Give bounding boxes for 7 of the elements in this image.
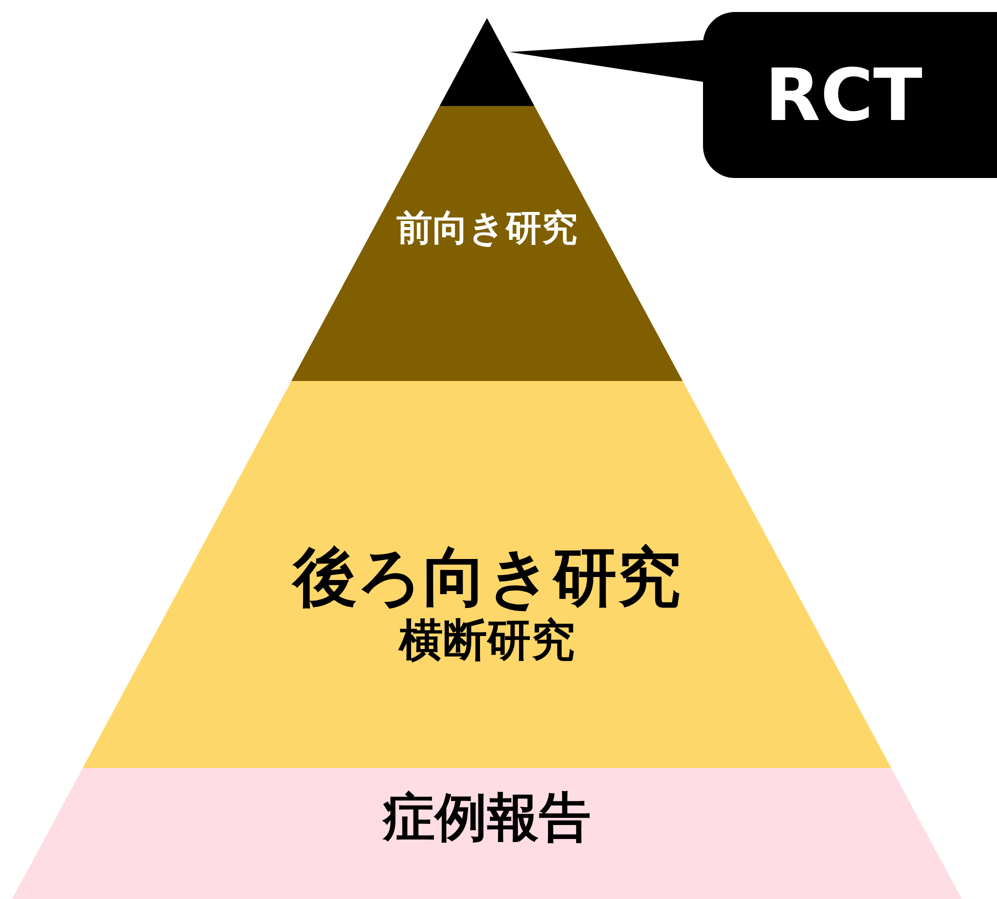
tier-label: 後ろ向き研究 (293, 542, 681, 616)
tier-label: 症例報告 (382, 789, 591, 849)
callout-bubble (703, 12, 997, 178)
tier-label: RCT (765, 54, 922, 136)
tier-label: 前向き研究 (396, 208, 578, 250)
callout-pointer (509, 40, 704, 82)
tier-label: 横断研究 (399, 616, 575, 667)
